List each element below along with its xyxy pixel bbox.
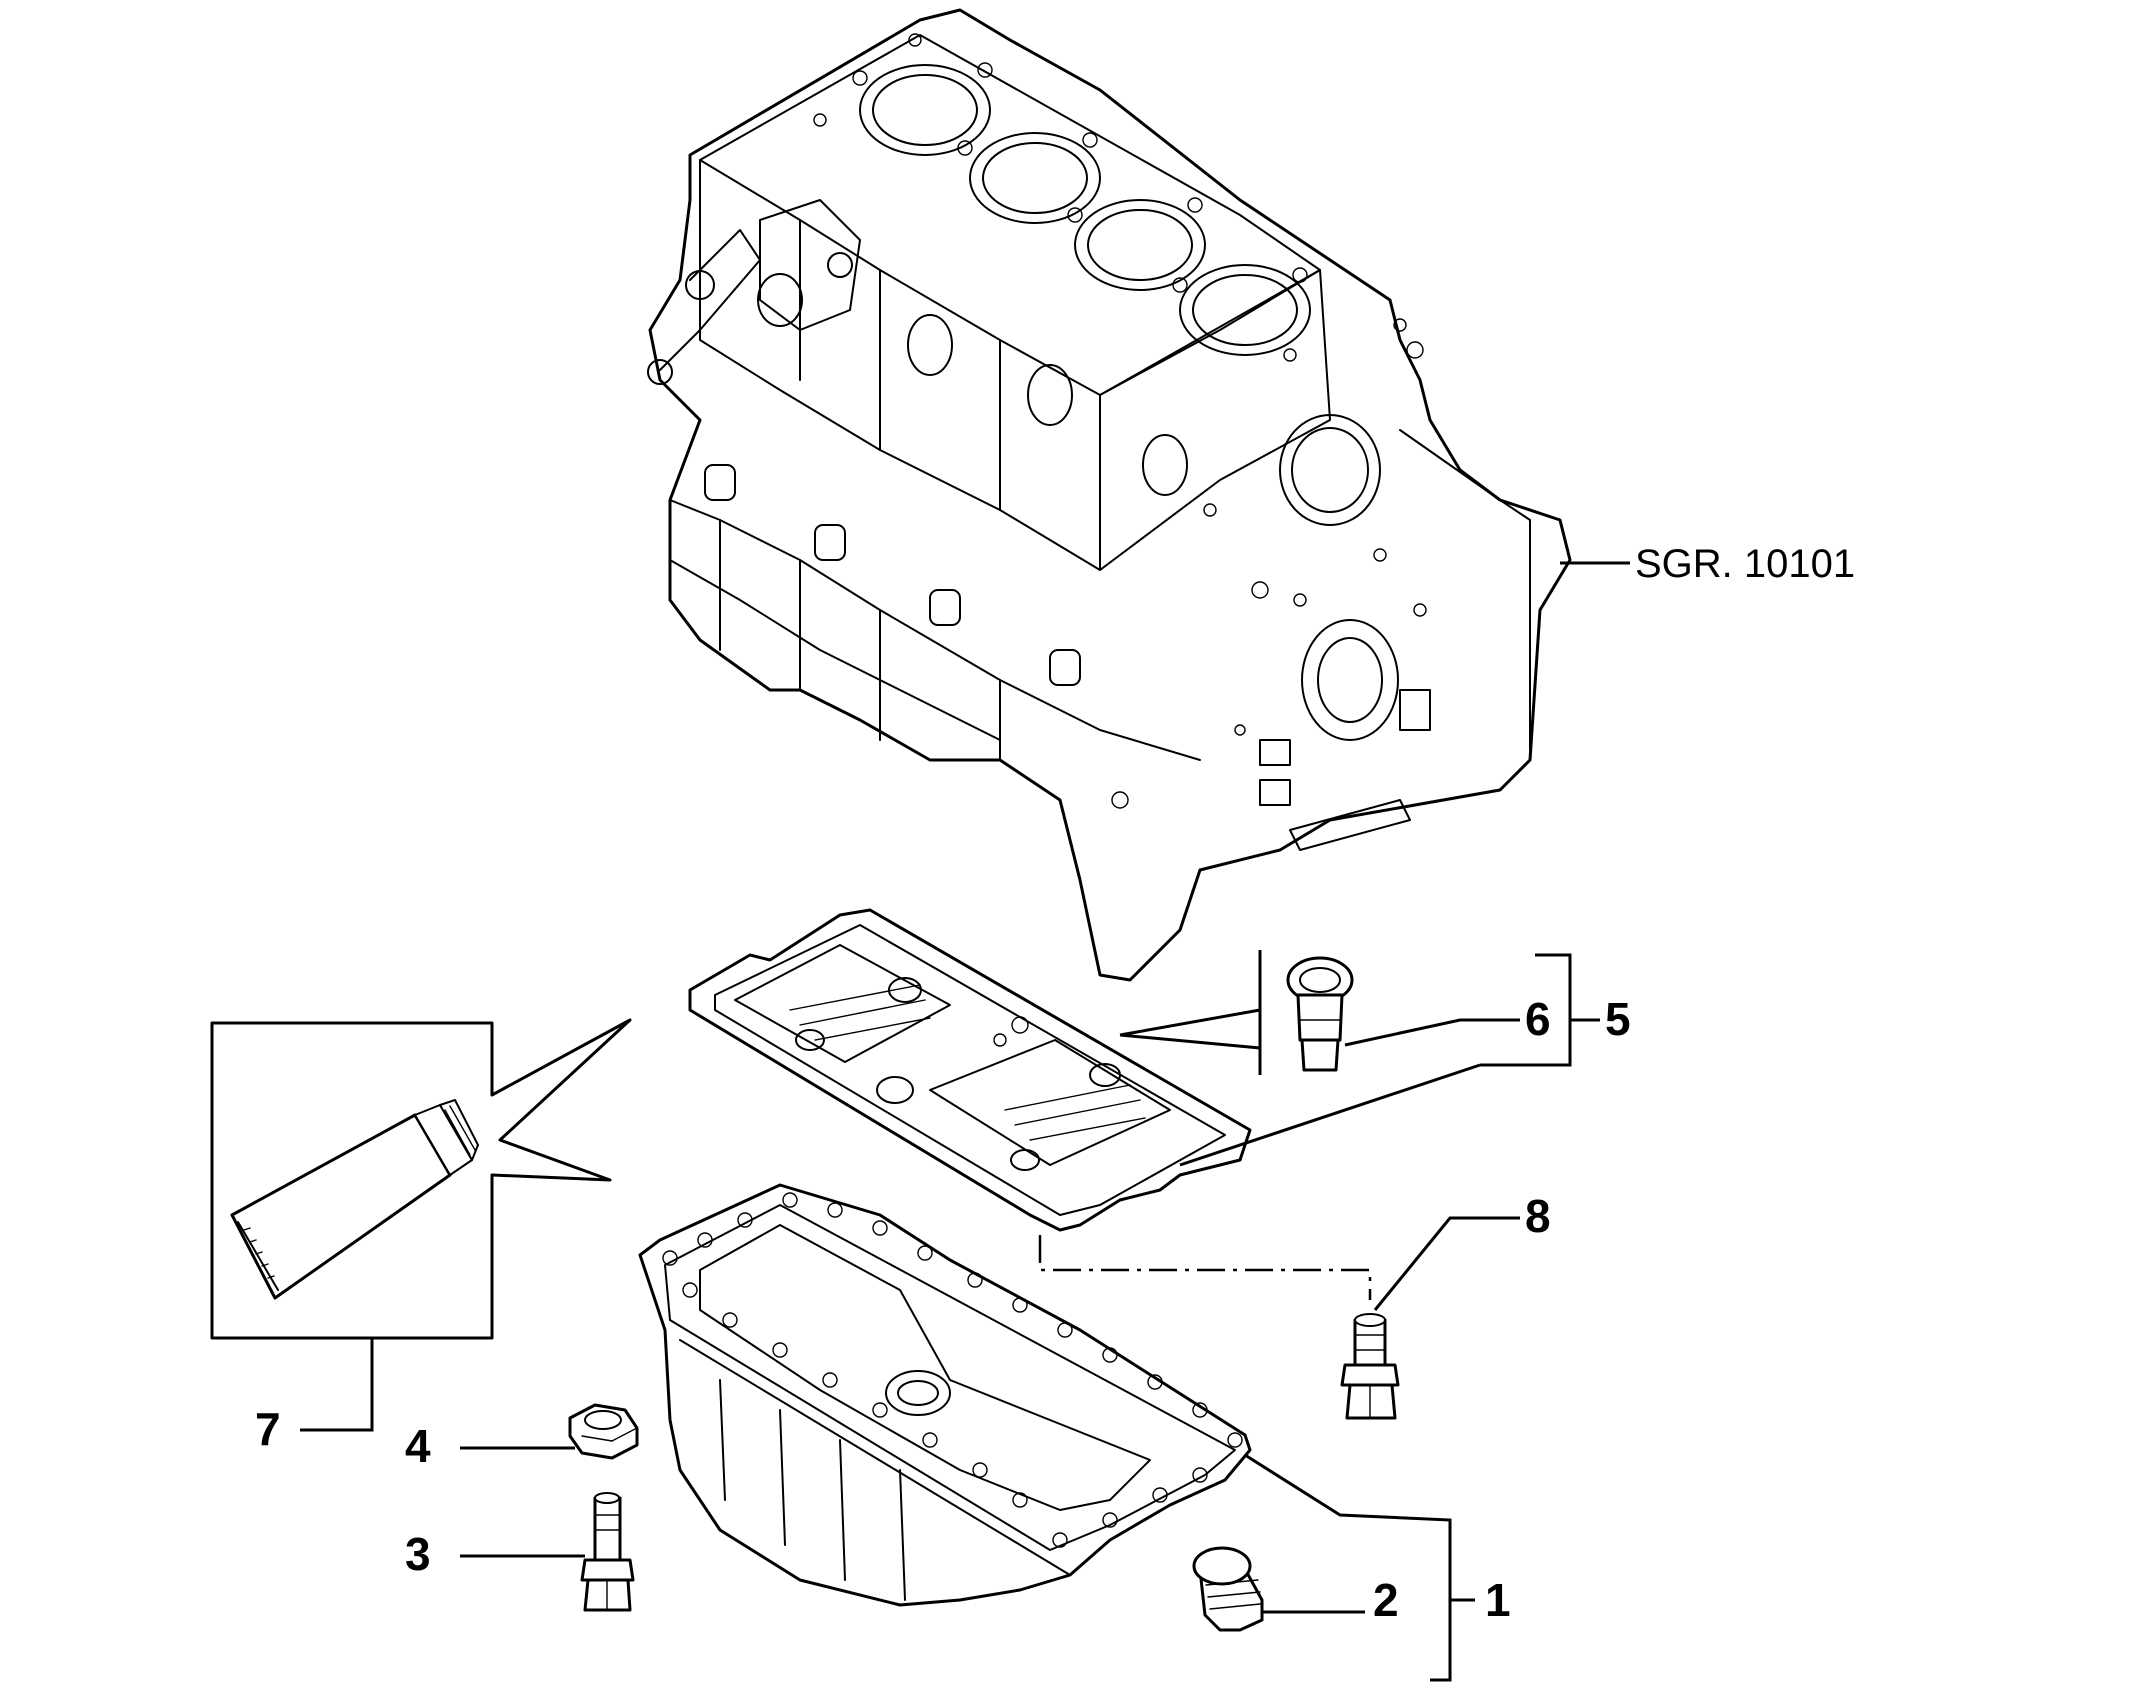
- leader-8: [1373, 1216, 1520, 1311]
- callout-label-2: 2: [1373, 1574, 1399, 1626]
- exploded-pointer-lower: [1119, 1033, 1261, 1050]
- reference-label: SGR. 10101: [1635, 542, 1855, 586]
- callout-label-1: 1: [1485, 1574, 1511, 1626]
- hex-nut: [568, 1403, 639, 1460]
- leader-6: [1344, 1018, 1520, 1047]
- bracket-5: [1480, 953, 1572, 1067]
- engine-block: [647, 8, 1572, 982]
- callout-label-4: 4: [405, 1420, 431, 1472]
- gasket-leader-line: [1179, 1063, 1481, 1167]
- oil-pan: [638, 1183, 1252, 1607]
- drain-plug: [1192, 1546, 1264, 1632]
- sealant-tube-box: [210, 1018, 632, 1340]
- callout-label-6: 6: [1525, 993, 1551, 1045]
- leader-7: [300, 1338, 374, 1432]
- exploded-pointer: [1119, 950, 1262, 1075]
- callout-label-8: 8: [1525, 1190, 1551, 1242]
- callout-label-5: 5: [1605, 993, 1631, 1045]
- screw-bolt: [1340, 1313, 1400, 1420]
- callout-label-7: 7: [255, 1403, 281, 1455]
- bracket-1: [1244, 1453, 1452, 1682]
- sealant-tube-icon: [230, 1099, 479, 1300]
- plug-insert: [1286, 956, 1354, 1072]
- callout-label-3: 3: [405, 1528, 431, 1580]
- alignment-dashed-line: [1038, 1235, 1372, 1300]
- stud-bolt: [580, 1492, 635, 1612]
- oil-pan-gasket: [688, 908, 1252, 1232]
